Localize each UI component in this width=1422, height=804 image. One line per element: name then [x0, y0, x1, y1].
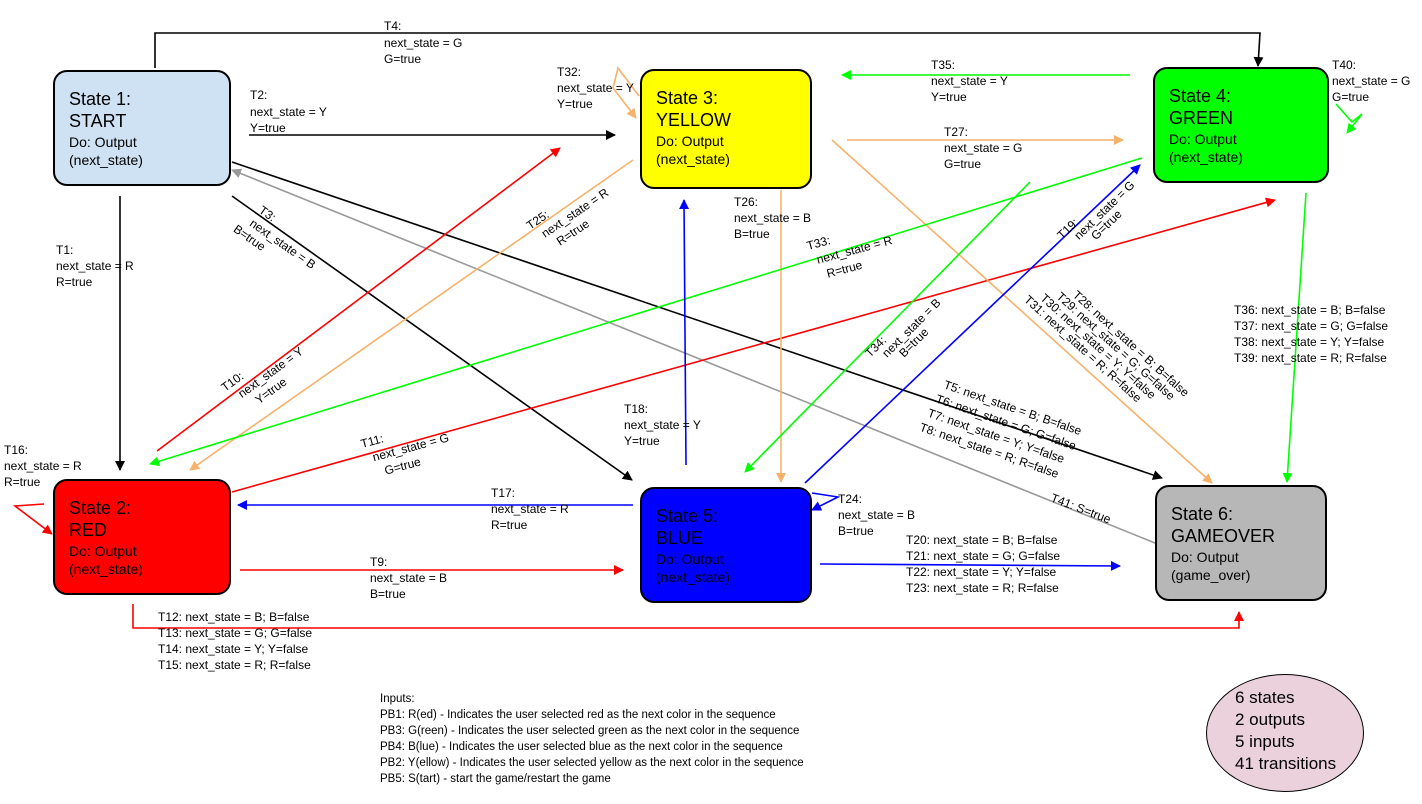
state-yellow-title: State 3: YELLOW: [656, 88, 732, 130]
arrow-t20-t23: [819, 560, 1121, 571]
arrow-t16: [12, 503, 53, 535]
state-green: State 4: GREEN Do: Output (next_state): [1153, 67, 1329, 183]
label-t33: T33:next_state = RR=true: [805, 218, 898, 284]
arrow-t18: [679, 199, 690, 466]
input-item: PB3: G(reen) - Indicates the user select…: [380, 725, 800, 737]
arrow-t10: [156, 147, 561, 452]
state-start: State 1: START Do: Output (next_state): [53, 70, 231, 186]
state-gameover-action: Do: Output (game_over): [1171, 549, 1251, 583]
state-yellow-action: Do: Output (next_state): [656, 133, 730, 167]
label-t25: T25:next_state = RR=true: [524, 173, 620, 258]
state-green-title: State 4: GREEN: [1169, 86, 1234, 128]
state-start-title: State 1: START: [69, 89, 132, 131]
arrow-t5-t8: [231, 161, 1163, 480]
summary-line: 41 transitions: [1235, 754, 1337, 773]
summary-line: 5 inputs: [1235, 732, 1295, 751]
label-t5-t8: T5: next_state = B; B=falseT6: next_stat…: [918, 375, 1084, 484]
label-t28-t31: T28: next_state = B; B=falseT29: next_st…: [1021, 266, 1192, 427]
state-gameover-title: State 6: GAMEOVER: [1171, 504, 1276, 546]
state-red: State 2: RED Do: Output (next_state): [53, 479, 231, 595]
input-item: PB2: Y(ellow) - Indicates the user selec…: [380, 757, 804, 769]
arrow-t36-t39: [1282, 192, 1307, 483]
label-t19: T19:next_state = GG=true: [1054, 169, 1145, 259]
arrow-t33: [149, 157, 1143, 467]
arrow-t24: [811, 492, 841, 511]
arrow-t19: [804, 164, 1141, 484]
inputs-legend: Inputs: PB1: R(ed) - Indicates the user …: [380, 691, 804, 787]
summary-ellipse: 6 states 2 outputs 5 inputs 41 transitio…: [1206, 674, 1364, 792]
label-t41: T41: S=true: [1049, 491, 1113, 527]
state-yellow: State 3: YELLOW Do: Output (next_state): [640, 69, 812, 189]
state-start-action: Do: Output (next_state): [69, 134, 143, 168]
summary-line: 2 outputs: [1235, 710, 1305, 729]
arrow-t28-t31: [831, 139, 1213, 484]
arrow-t3: [231, 195, 633, 481]
state-blue: State 5: BLUE Do: Output (next_state): [640, 487, 812, 603]
inputs-title: Inputs:: [380, 693, 415, 705]
state-green-action: Do: Output (next_state): [1169, 131, 1243, 165]
arrow-t34: [744, 181, 1031, 473]
arrow-t40: [1335, 103, 1363, 134]
label-t10: T10:next_state = YY=true: [219, 332, 315, 419]
arrow-t25: [189, 159, 634, 471]
input-item: PB5: S(tart) - start the game/restart th…: [380, 773, 611, 785]
arrow-t4: [154, 32, 1264, 68]
state-gameover: State 6: GAMEOVER Do: Output (game_over): [1155, 485, 1327, 601]
input-item: PB1: R(ed) - Indicates the user selected…: [380, 709, 776, 721]
label-t3: T3:next_state = BB=true: [231, 197, 328, 283]
state-blue-title: State 5: BLUE: [656, 506, 719, 548]
state-red-action: Do: Output (next_state): [69, 543, 143, 577]
arrow-t32: [612, 66, 640, 119]
state-blue-action: Do: Output (next_state): [656, 551, 730, 585]
state-red-title: State 2: RED: [69, 498, 132, 540]
label-t34: T34:next_state = BB=true: [862, 287, 952, 377]
label-t11: T11:next_state = GG=true: [359, 415, 454, 482]
arrow-t12-t15: [132, 604, 1244, 629]
input-item: PB4: B(lue) - Indicates the user selecte…: [380, 741, 783, 753]
arrow-t11: [231, 197, 1276, 493]
summary-line: 6 states: [1235, 688, 1295, 707]
arrow-t41: [231, 168, 1156, 544]
